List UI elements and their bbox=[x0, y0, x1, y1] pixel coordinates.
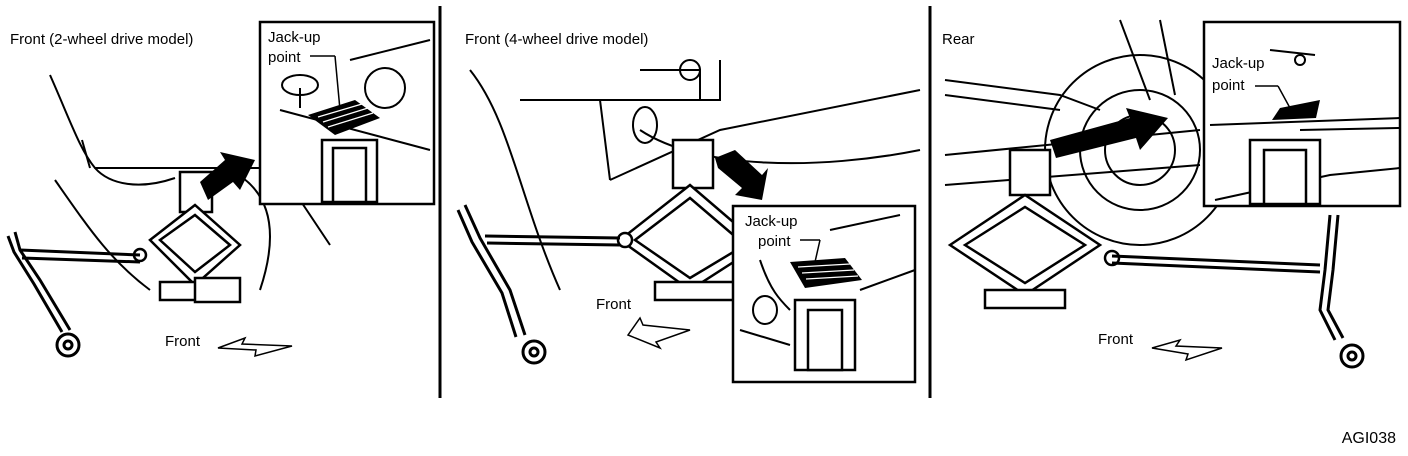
direction-label: Front bbox=[596, 296, 632, 313]
scissor-jack bbox=[947, 148, 1121, 310]
panel-front-4wd: Front (4-wheel drive model) bbox=[456, 31, 921, 384]
pointer-arrow bbox=[715, 150, 768, 200]
inset-jack-up-point: Jack-up point bbox=[258, 20, 436, 206]
jack-up-point-plate bbox=[1272, 100, 1320, 120]
scissor-jack bbox=[616, 138, 763, 302]
direction-arrow bbox=[1151, 338, 1223, 362]
direction-arrow bbox=[626, 316, 691, 350]
inset-jack-up-point: Jack-up point bbox=[1202, 20, 1402, 208]
inset-label-line-1: Jack-up bbox=[745, 213, 798, 230]
jack-handle bbox=[456, 204, 621, 365]
inset-jack-up-point: Jack-up point bbox=[731, 204, 917, 384]
jack-handle bbox=[1111, 214, 1365, 369]
inset-label-line-2: point bbox=[758, 233, 791, 250]
direction-label: Front bbox=[165, 333, 201, 350]
panel-title: Rear bbox=[942, 31, 975, 48]
inset-label-line-1: Jack-up bbox=[268, 29, 321, 46]
inset-label-line-2: point bbox=[1212, 77, 1245, 94]
jack-up-point-plate bbox=[790, 258, 862, 288]
direction-label: Front bbox=[1098, 331, 1134, 348]
panel-title: Front (4-wheel drive model) bbox=[465, 31, 648, 48]
panel-rear: Rear bbox=[942, 19, 1402, 369]
vehicle-body bbox=[469, 59, 921, 291]
pointer-arrow bbox=[200, 152, 255, 200]
panel-title: Front (2-wheel drive model) bbox=[10, 31, 193, 48]
jack-up-point-plate bbox=[308, 100, 380, 135]
panel-front-2wd: Front (2-wheel drive model) bbox=[6, 20, 436, 358]
inset-label-line-2: point bbox=[268, 49, 301, 66]
scissor-jack bbox=[132, 170, 242, 304]
inset-label-line-1: Jack-up bbox=[1212, 55, 1265, 72]
direction-arrow bbox=[217, 336, 293, 358]
pointer-arrow bbox=[1050, 108, 1168, 158]
figure-code: AGI038 bbox=[1341, 430, 1396, 447]
jack-handle bbox=[6, 231, 141, 358]
